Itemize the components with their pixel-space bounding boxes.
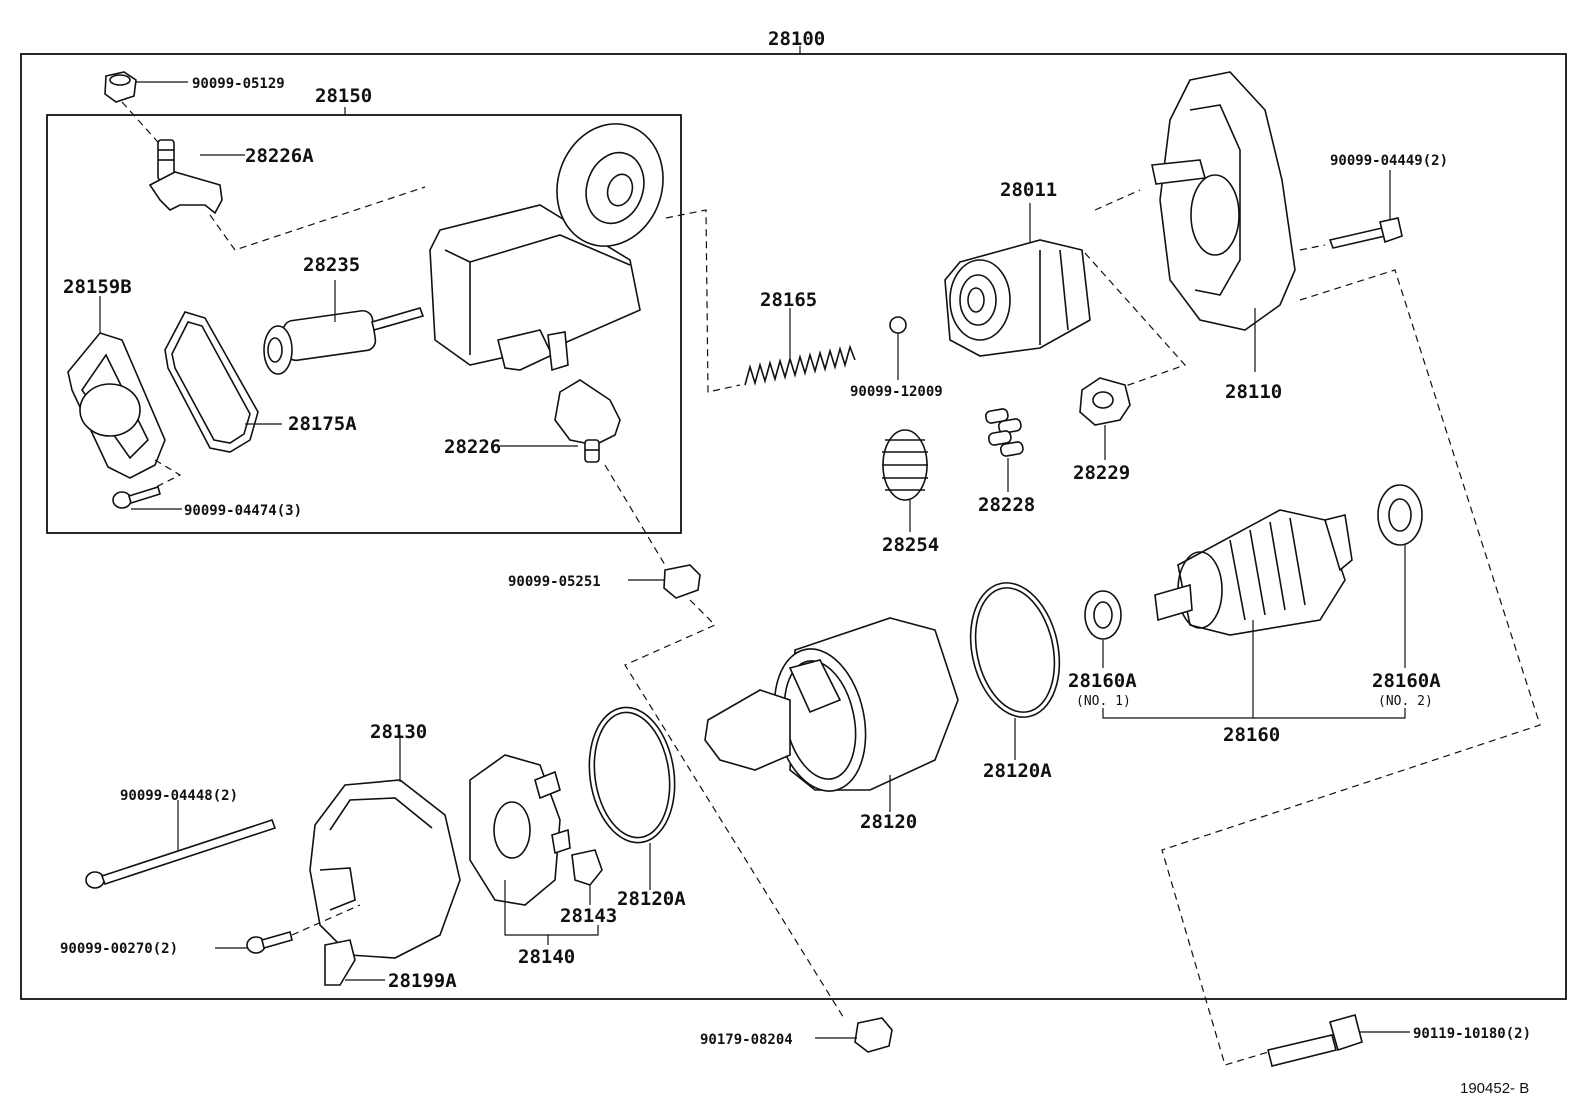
bolt-90119-10180 [1267, 1014, 1363, 1067]
end-frame-28130 [309, 779, 461, 959]
label-90099-12009[interactable]: 90099-12009 [850, 384, 943, 400]
nut-90099-05129 [104, 71, 137, 103]
ball-90099-12009 [889, 316, 907, 334]
label-28226A[interactable]: 28226A [245, 145, 314, 167]
label-28199A[interactable]: 28199A [388, 970, 457, 992]
cover-28159B [67, 332, 166, 479]
label-28143[interactable]: 28143 [560, 905, 617, 927]
label-90119-10180[interactable]: 90119-10180(2) [1413, 1026, 1531, 1042]
label-28120A-left[interactable]: 28120A [617, 888, 686, 910]
armature-28160 [1154, 509, 1353, 636]
label-28120[interactable]: 28120 [860, 811, 917, 833]
rollers-28228 [984, 408, 1024, 457]
subassembly-number[interactable]: 28150 [315, 85, 372, 107]
brush-28143 [571, 849, 603, 886]
label-28160[interactable]: 28160 [1223, 724, 1280, 746]
spring-28165 [744, 344, 856, 386]
o-ring-28120A-left [588, 706, 676, 844]
through-bolt-90099-04448 [85, 818, 277, 889]
label-28160A-no2[interactable]: 28160A [1372, 670, 1441, 692]
label-28226[interactable]: 28226 [444, 436, 501, 458]
bearing-28160A-no1 [1084, 590, 1122, 640]
label-90179-08204[interactable]: 90179-08204 [700, 1032, 793, 1048]
label-28228[interactable]: 28228 [978, 494, 1035, 516]
drive-housing-28110 [1151, 71, 1296, 331]
label-28140[interactable]: 28140 [518, 946, 575, 968]
yoke-28120 [704, 617, 959, 792]
brush-holder-28140 [469, 754, 571, 906]
idler-gear-28254 [882, 429, 928, 501]
label-28165[interactable]: 28165 [760, 289, 817, 311]
label-90099-00270[interactable]: 90099-00270(2) [60, 941, 178, 957]
label-28254[interactable]: 28254 [882, 534, 939, 556]
label-90099-04448[interactable]: 90099-04448(2) [120, 788, 238, 804]
label-90099-05251[interactable]: 90099-05251 [508, 574, 601, 590]
assembly-number[interactable]: 28100 [768, 28, 825, 50]
label-no2[interactable]: (NO. 2) [1378, 694, 1433, 709]
gasket-28175A [164, 311, 259, 453]
clutch-28011 [944, 239, 1091, 357]
screw-90099-04474 [112, 485, 161, 509]
label-28160A-no1[interactable]: 28160A [1068, 670, 1137, 692]
subassembly-frame [46, 114, 682, 534]
assembly-frame [20, 53, 1567, 1000]
label-90099-04474[interactable]: 90099-04474(3) [184, 503, 302, 519]
label-no1[interactable]: (NO. 1) [1076, 694, 1131, 709]
label-90099-05129[interactable]: 90099-05129 [192, 76, 285, 92]
retainer-28229 [1079, 377, 1131, 426]
label-28011[interactable]: 28011 [1000, 179, 1057, 201]
o-ring-28120A-right [969, 582, 1061, 718]
nut-90099-05251 [663, 564, 701, 599]
plunger-28235 [263, 307, 425, 375]
label-28229[interactable]: 28229 [1073, 462, 1130, 484]
label-90099-04449[interactable]: 90099-04449(2) [1330, 153, 1448, 169]
nut-90179-08204 [854, 1017, 893, 1053]
label-28159B[interactable]: 28159B [63, 276, 132, 298]
label-28175A[interactable]: 28175A [288, 413, 357, 435]
bolt-90099-04449 [1328, 217, 1403, 249]
label-28110[interactable]: 28110 [1225, 381, 1282, 403]
diagram-reference: 190452- B [1460, 1080, 1529, 1097]
magnetic-switch-housing [429, 123, 664, 372]
terminal-bolt-28226 [554, 379, 621, 463]
bearing-28160A-no2 [1377, 484, 1423, 546]
grommet-28199A [324, 939, 356, 986]
label-28130[interactable]: 28130 [370, 721, 427, 743]
label-28235[interactable]: 28235 [303, 254, 360, 276]
label-28120A-right[interactable]: 28120A [983, 760, 1052, 782]
terminal-bolt-28226A [148, 139, 223, 215]
screw-90099-00270 [246, 931, 293, 954]
